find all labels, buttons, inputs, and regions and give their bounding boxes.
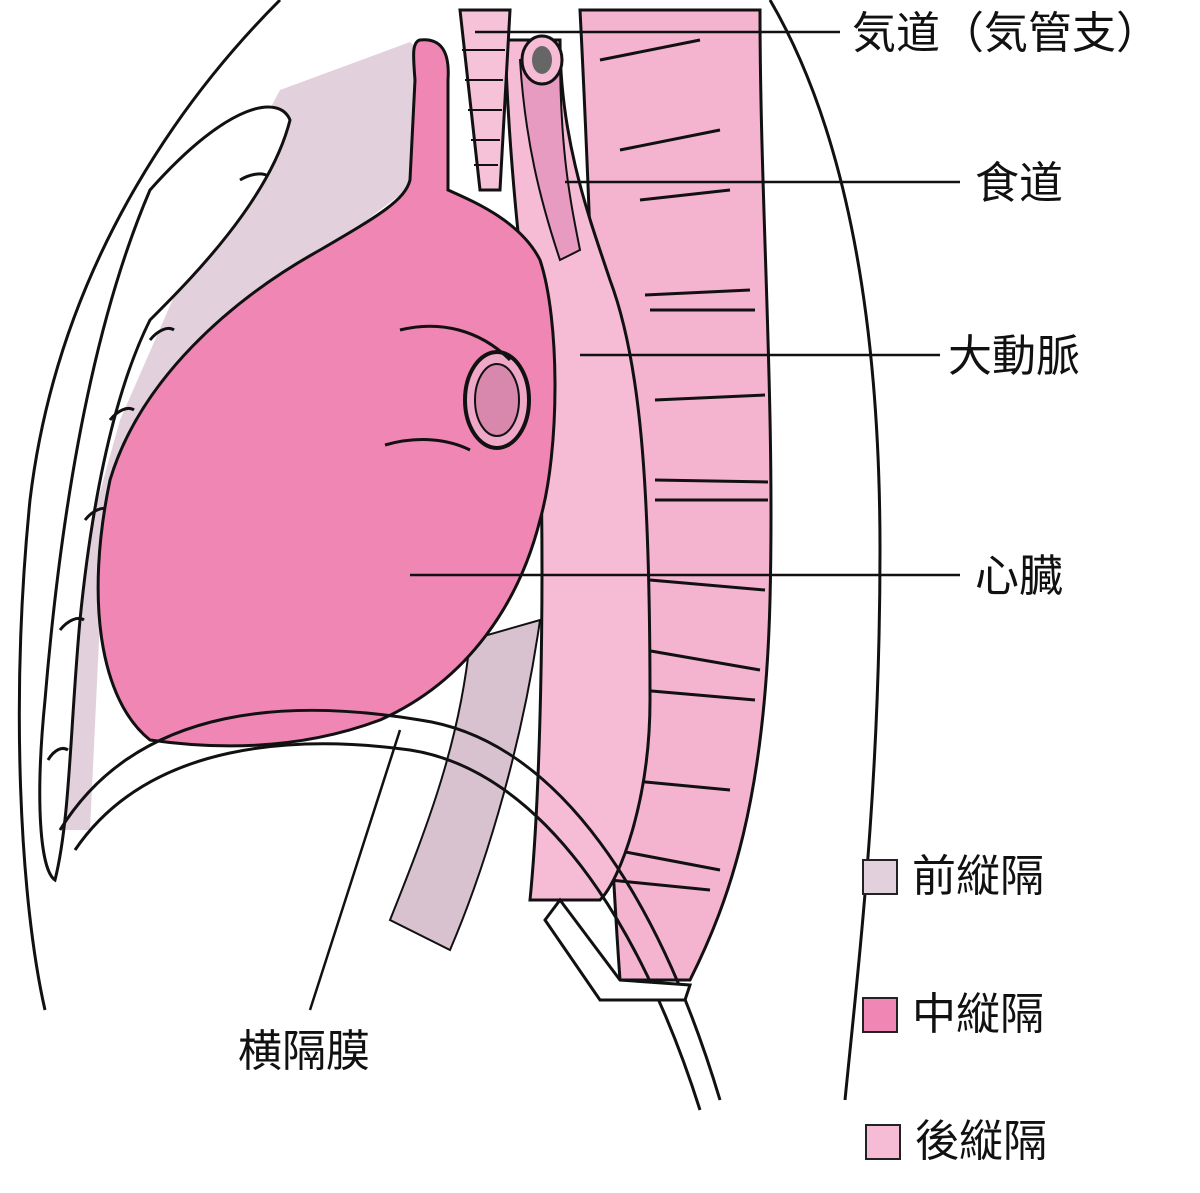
trachea: [458, 8, 512, 192]
label-esophagus: 食道: [975, 158, 1063, 209]
legend-label: 中縦隔: [912, 989, 1044, 1040]
legend-middle-mediastinum: 中縦隔: [862, 993, 1044, 1037]
legend-label: 後縦隔: [915, 1116, 1047, 1167]
back-outline: [768, 0, 882, 1101]
legend-swatch-anterior: [862, 859, 898, 895]
lower-esophagus: [388, 618, 542, 952]
esophagus: [518, 48, 582, 262]
rib-marks: [46, 172, 269, 761]
legend-swatch-middle: [862, 997, 898, 1033]
label-trachea: 気道（気管支）: [852, 8, 1160, 59]
leader-lines: [308, 30, 960, 1011]
label-diaphragm: 横隔膜: [238, 1026, 370, 1077]
heart: [96, 38, 557, 748]
label-aorta: 大動脈: [948, 331, 1080, 382]
legend-posterior-mediastinum: 後縦隔: [865, 1120, 1047, 1164]
rib-cage: [38, 105, 292, 883]
chest-wall-outline: [17, 0, 282, 1011]
legend-swatch-posterior: [865, 1124, 901, 1160]
diaphragm: [58, 708, 722, 1101]
trachea-rings: [462, 49, 505, 166]
label-heart: 心臓: [975, 551, 1063, 602]
legend-label: 前縦隔: [912, 851, 1044, 902]
legend-anterior-mediastinum: 前縦隔: [862, 855, 1044, 899]
